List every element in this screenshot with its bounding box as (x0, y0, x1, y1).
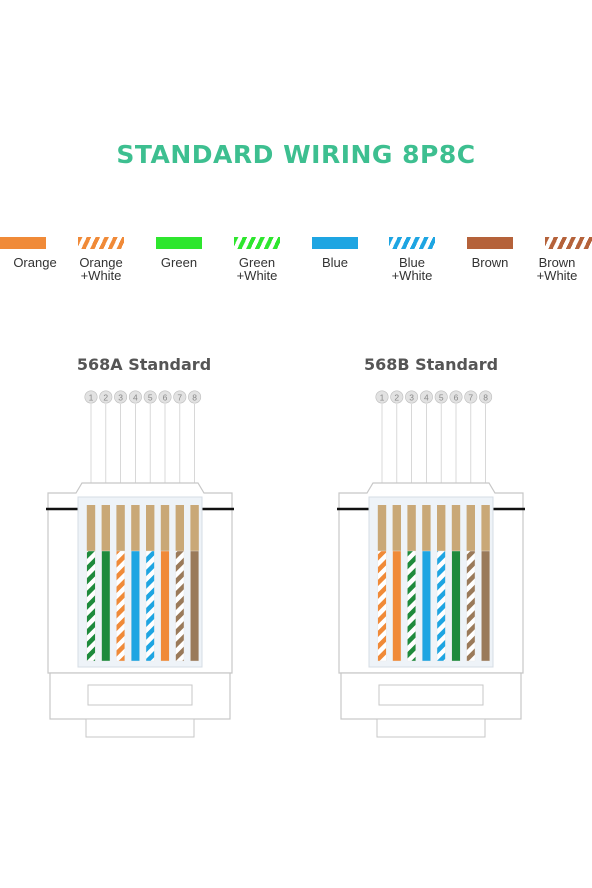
gold-contact (131, 505, 140, 551)
legend-swatch-orange-white (78, 237, 124, 249)
pin-number: 6 (163, 392, 168, 402)
gold-contact (116, 505, 125, 551)
wire-green (451, 550, 461, 662)
legend-label: Green +White (236, 255, 278, 283)
gold-contact (160, 505, 170, 551)
gold-contact (407, 505, 416, 551)
gold-contact (437, 505, 446, 551)
pin-number: 5 (148, 392, 153, 402)
legend-label: Blue +White (391, 255, 433, 283)
pin-circle (84, 390, 98, 404)
pin-circle (128, 390, 142, 404)
wire-blue (422, 550, 431, 662)
pin-circle (173, 390, 187, 404)
legend-swatch-blue (312, 237, 358, 249)
plug-tail (85, 718, 195, 738)
pin-number: 8 (483, 392, 488, 402)
gold-contact (392, 505, 401, 551)
wire-blue-white (145, 550, 155, 662)
pin-circle (114, 390, 128, 404)
pin-number: 6 (454, 392, 459, 402)
legend-label: Orange (13, 255, 57, 270)
pin-circle (99, 390, 113, 404)
pin-circle (188, 390, 202, 404)
pin-number: 7 (468, 392, 473, 402)
pin-number: 2 (394, 392, 399, 402)
plug-latch-window (378, 684, 484, 706)
pin-circle (375, 390, 389, 404)
pin-number: 5 (439, 392, 444, 402)
pin-circle (390, 390, 404, 404)
wire-green-white (407, 550, 416, 662)
plug-latch-window (87, 684, 193, 706)
pin-circle (158, 390, 172, 404)
legend-swatch-green (156, 237, 202, 249)
pin-circle (464, 390, 478, 404)
wire-blue-white (436, 550, 446, 662)
plug-tail (376, 718, 486, 738)
pin-circle (479, 390, 493, 404)
pin-circle (405, 390, 419, 404)
pin-number: 8 (192, 392, 197, 402)
gold-contact (86, 505, 96, 551)
legend-label: Orange +White (79, 255, 123, 283)
legend-label: Brown (471, 255, 509, 270)
gold-contact (190, 505, 199, 551)
pin-number: 3 (118, 392, 123, 402)
gold-contact (481, 505, 490, 551)
pin-number: 7 (177, 392, 182, 402)
gold-contact (466, 505, 475, 551)
wire-green-white (86, 550, 96, 662)
legend-label: Green (160, 255, 198, 270)
legend-swatch-brown-white (545, 237, 592, 249)
gold-contact (175, 505, 184, 551)
pin-number: 1 (380, 392, 385, 402)
pin-circle (434, 390, 448, 404)
legend-swatch-orange (0, 237, 46, 249)
pin-number: 1 (89, 392, 94, 402)
pin-circle (419, 390, 433, 404)
wire-brown-white (175, 550, 185, 662)
wire-brown-white (466, 550, 476, 662)
gold-contact (146, 505, 155, 551)
gold-contact (377, 505, 387, 551)
legend-swatch-green-white (234, 237, 280, 249)
pin-circle (143, 390, 157, 404)
legend-swatch-brown (467, 237, 513, 249)
wire-orange (160, 550, 170, 662)
standard-title: 568A Standard (76, 355, 212, 374)
page-title: STANDARD WIRING 8P8C (116, 140, 476, 169)
wire-blue (130, 550, 140, 662)
pin-number: 4 (424, 392, 429, 402)
gold-contact (422, 505, 431, 551)
wire-brown (190, 550, 199, 662)
gold-contact (451, 505, 461, 551)
wire-orange (392, 550, 402, 662)
pin-circle (449, 390, 463, 404)
pin-number: 4 (133, 392, 138, 402)
wire-orange-white (377, 550, 387, 662)
pin-number: 3 (409, 392, 414, 402)
legend-label: Blue (321, 255, 349, 270)
pin-number: 2 (103, 392, 108, 402)
wire-brown (481, 550, 490, 662)
wire-green (101, 550, 111, 662)
wire-orange-white (116, 550, 126, 662)
gold-contact (101, 505, 110, 551)
legend-swatch-blue-white (389, 237, 435, 249)
legend-label: Brown +White (536, 255, 578, 283)
standard-title: 568B Standard (363, 355, 499, 374)
